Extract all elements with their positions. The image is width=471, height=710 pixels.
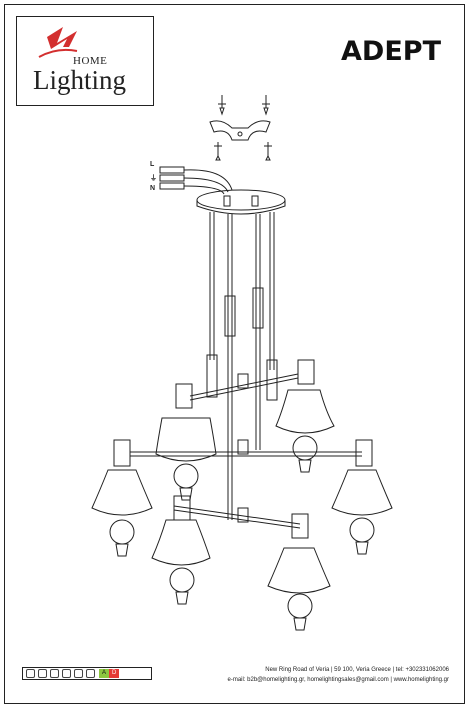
page-frame	[4, 4, 465, 704]
energy-class-d: D	[109, 669, 120, 678]
lamp-icon	[86, 669, 95, 678]
logo-home-text: HOME	[73, 55, 108, 67]
earth-icon	[38, 669, 47, 678]
weee-icon	[62, 669, 71, 678]
logo: HOME Lighting	[16, 16, 154, 106]
logo-lighting-text: Lighting	[33, 65, 126, 95]
ceiling-canopy	[196, 189, 286, 215]
footer-contact: e-mail: b2b@homelighting.gr, homelightin…	[227, 677, 449, 683]
mounting-bracket	[209, 95, 272, 161]
logo-mark-icon	[38, 27, 78, 58]
terminal-block	[159, 166, 233, 195]
wire-label-live: L	[150, 161, 155, 168]
bulb-icon	[74, 669, 83, 678]
ce-icon	[50, 669, 59, 678]
wire-label-neutral: N	[150, 185, 156, 192]
lamp-heads	[113, 359, 373, 539]
earth-ground-icon: ⏚	[150, 175, 157, 182]
footer-address: New Ring Road of Veria | 59 100, Veria G…	[265, 667, 449, 673]
class-icon	[26, 669, 35, 678]
bulbs	[109, 435, 375, 631]
suspension-rods	[206, 212, 278, 520]
arms	[130, 373, 362, 529]
certification-strip: A D	[22, 667, 152, 680]
glass-shades	[91, 389, 393, 594]
product-title: ADEPT	[341, 36, 441, 67]
energy-class-a: A	[99, 669, 110, 678]
